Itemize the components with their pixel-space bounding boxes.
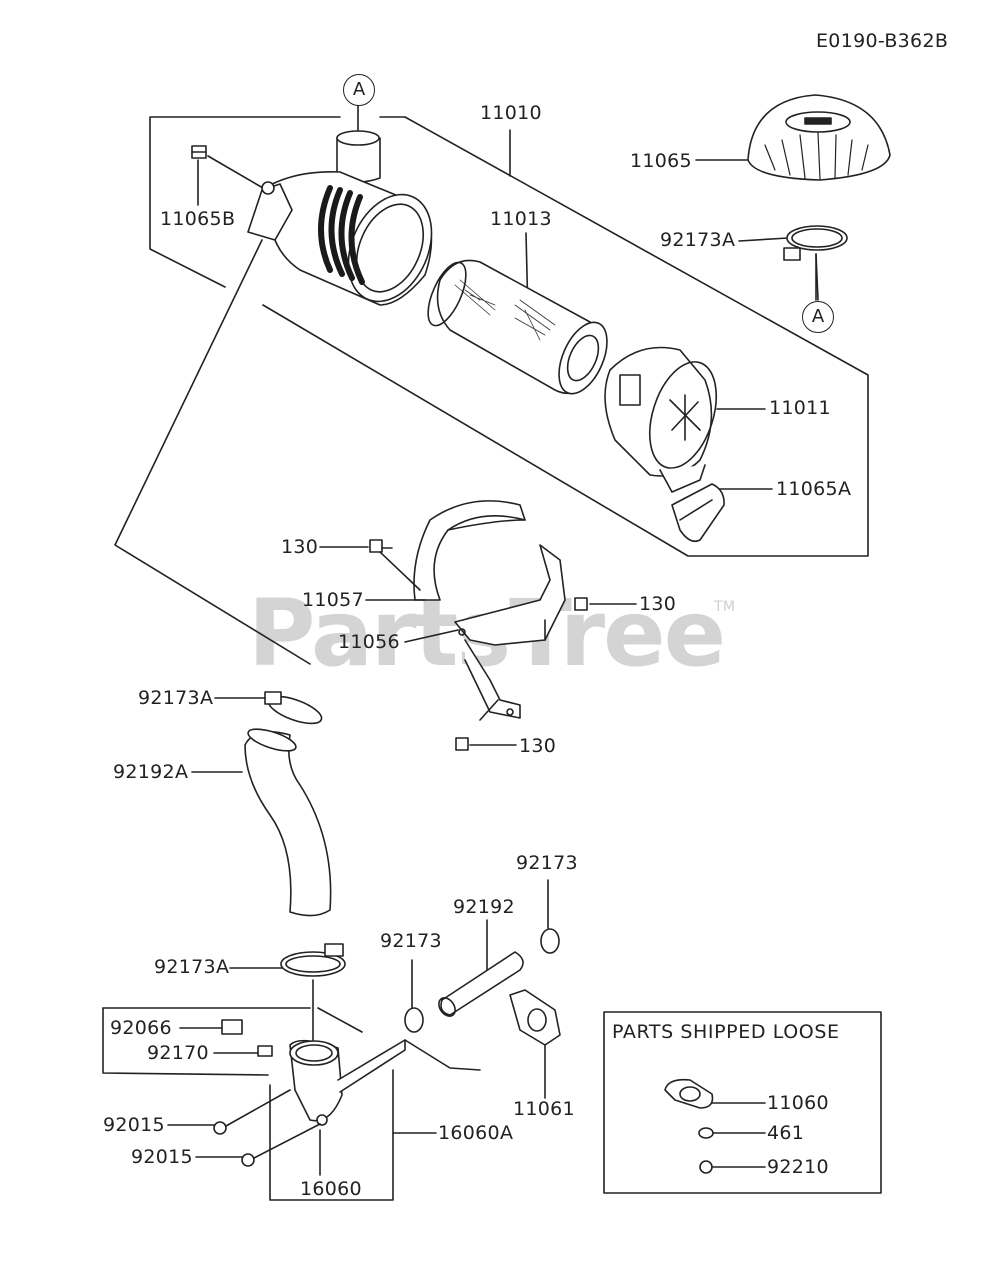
- part-label-92015-a[interactable]: 92015: [103, 1114, 165, 1136]
- nut-92015-b: [241, 1153, 255, 1167]
- part-label-92173A-low[interactable]: 92173A: [154, 956, 230, 978]
- part-label-11057[interactable]: 11057: [302, 589, 364, 611]
- dust-valve-11065A: [671, 483, 725, 543]
- nut-92210: [699, 1160, 713, 1174]
- filter-element-11013: [427, 259, 608, 395]
- hose-92192A: [244, 728, 332, 917]
- part-label-92173A-top[interactable]: 92173A: [660, 229, 736, 251]
- washer-461: [698, 1127, 714, 1139]
- plug-92066: [221, 1019, 243, 1035]
- part-label-130-b[interactable]: 130: [639, 593, 677, 615]
- hose-92192: [438, 951, 524, 1017]
- assembly-outline: [149, 116, 341, 288]
- clamp-92173A-low: [280, 943, 346, 977]
- bolt-130-b: [574, 597, 588, 611]
- clamp-92173-a: [404, 1007, 424, 1033]
- fitting-11065B: [191, 145, 207, 159]
- bracket-band-11057: [413, 500, 526, 601]
- part-label-92170[interactable]: 92170: [147, 1042, 209, 1064]
- part-label-11061[interactable]: 11061: [513, 1098, 575, 1120]
- clamp-92173A-top: [783, 225, 848, 261]
- part-label-92210[interactable]: 92210: [767, 1156, 829, 1178]
- part-label-16060A[interactable]: 16060A: [438, 1122, 514, 1144]
- part-label-92192[interactable]: 92192: [453, 896, 515, 918]
- parts-shipped-loose-box: [603, 1011, 882, 1194]
- part-label-92173A-mid[interactable]: 92173A: [138, 687, 214, 709]
- part-label-130-c[interactable]: 130: [519, 735, 557, 757]
- pipe-16060: [289, 1039, 406, 1126]
- part-label-11013[interactable]: 11013: [490, 208, 552, 230]
- part-label-92192A[interactable]: 92192A: [113, 761, 189, 783]
- clamp-92173-b: [540, 928, 560, 954]
- part-label-11060[interactable]: 11060: [767, 1092, 829, 1114]
- filter-cover-11011: [604, 346, 718, 493]
- gasket-11061: [509, 989, 561, 1046]
- reference-marker-a-top: A: [343, 74, 375, 106]
- part-label-11011[interactable]: 11011: [769, 397, 831, 419]
- watermark-trademark: TM: [714, 599, 736, 615]
- part-label-16060[interactable]: 16060: [300, 1178, 362, 1200]
- part-label-11010[interactable]: 11010: [480, 102, 542, 124]
- diagram-code: E0190-B362B: [816, 30, 949, 52]
- bolt-130-c: [455, 737, 469, 751]
- reference-marker-a-right: A: [802, 301, 834, 333]
- cap-11065: [747, 94, 891, 181]
- bracket-11056: [454, 544, 566, 719]
- part-label-92015-b[interactable]: 92015: [131, 1146, 193, 1168]
- gasket-11060: [664, 1078, 714, 1109]
- part-label-11056[interactable]: 11056: [338, 631, 400, 653]
- bolt-130-a: [369, 539, 393, 553]
- part-label-92173-b[interactable]: 92173: [380, 930, 442, 952]
- part-label-92173-a[interactable]: 92173: [516, 852, 578, 874]
- clamp-92173A-mid: [264, 691, 323, 725]
- air-cleaner-housing: [247, 130, 433, 306]
- nut-92015-a: [213, 1121, 227, 1135]
- part-label-461[interactable]: 461: [767, 1122, 805, 1144]
- clip-92170: [257, 1045, 273, 1057]
- parts-shipped-loose-title: PARTS SHIPPED LOOSE: [612, 1021, 840, 1043]
- part-label-92066[interactable]: 92066: [110, 1017, 172, 1039]
- part-label-130-a[interactable]: 130: [281, 536, 319, 558]
- part-label-11065[interactable]: 11065: [630, 150, 692, 172]
- part-label-11065B[interactable]: 11065B: [160, 208, 236, 230]
- part-label-11065A[interactable]: 11065A: [776, 478, 852, 500]
